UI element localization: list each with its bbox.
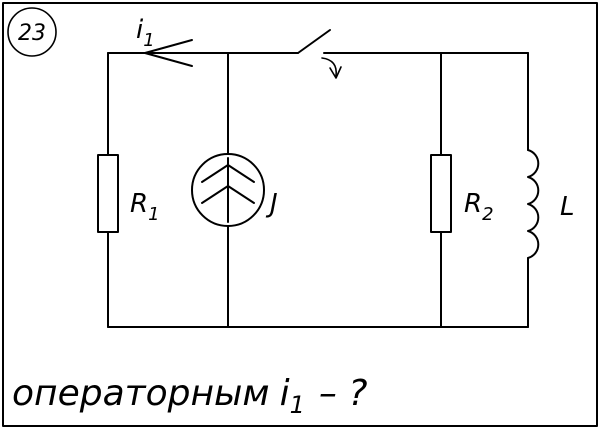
- r1-label: R1: [130, 189, 160, 225]
- inductor-coil: [527, 149, 540, 259]
- current-source: [191, 153, 265, 227]
- resistor-r2: [430, 154, 452, 233]
- source-label: J: [265, 189, 278, 219]
- inductor-label: L: [560, 192, 575, 222]
- current-label: i1: [136, 15, 155, 51]
- switch: [297, 29, 342, 79]
- resistor-r1: [97, 154, 119, 233]
- problem-number-badge: 23: [7, 7, 57, 57]
- problem-number: 23: [18, 21, 46, 46]
- current-arrow-i1: [144, 39, 193, 67]
- r2-label: R2: [464, 189, 494, 225]
